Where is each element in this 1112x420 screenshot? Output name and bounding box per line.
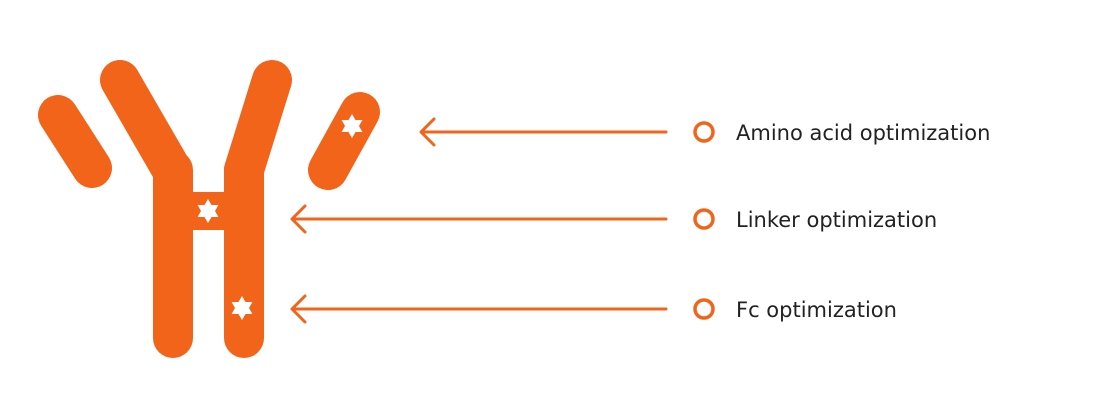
callout-amino-acid: Amino acid optimization [419, 117, 990, 147]
callout-fc: Fc optimization [290, 294, 897, 324]
ring-bullet-icon [693, 121, 715, 143]
star-icon [197, 199, 219, 223]
arrow-head [290, 294, 307, 324]
ring-bullet-icon [693, 298, 715, 320]
star-icon [341, 114, 363, 138]
label-fc: Fc optimization [736, 298, 897, 322]
label-linker: Linker optimization [736, 208, 937, 232]
callout-linker: Linker optimization [290, 204, 937, 234]
arrow-head [290, 204, 307, 234]
arrow-head [419, 117, 436, 147]
star-icon [231, 296, 253, 320]
label-amino-acid: Amino acid optimization [736, 121, 990, 145]
antibody-icon [38, 60, 380, 358]
left-outer-arm [38, 95, 112, 188]
ring-bullet-icon [693, 208, 715, 230]
